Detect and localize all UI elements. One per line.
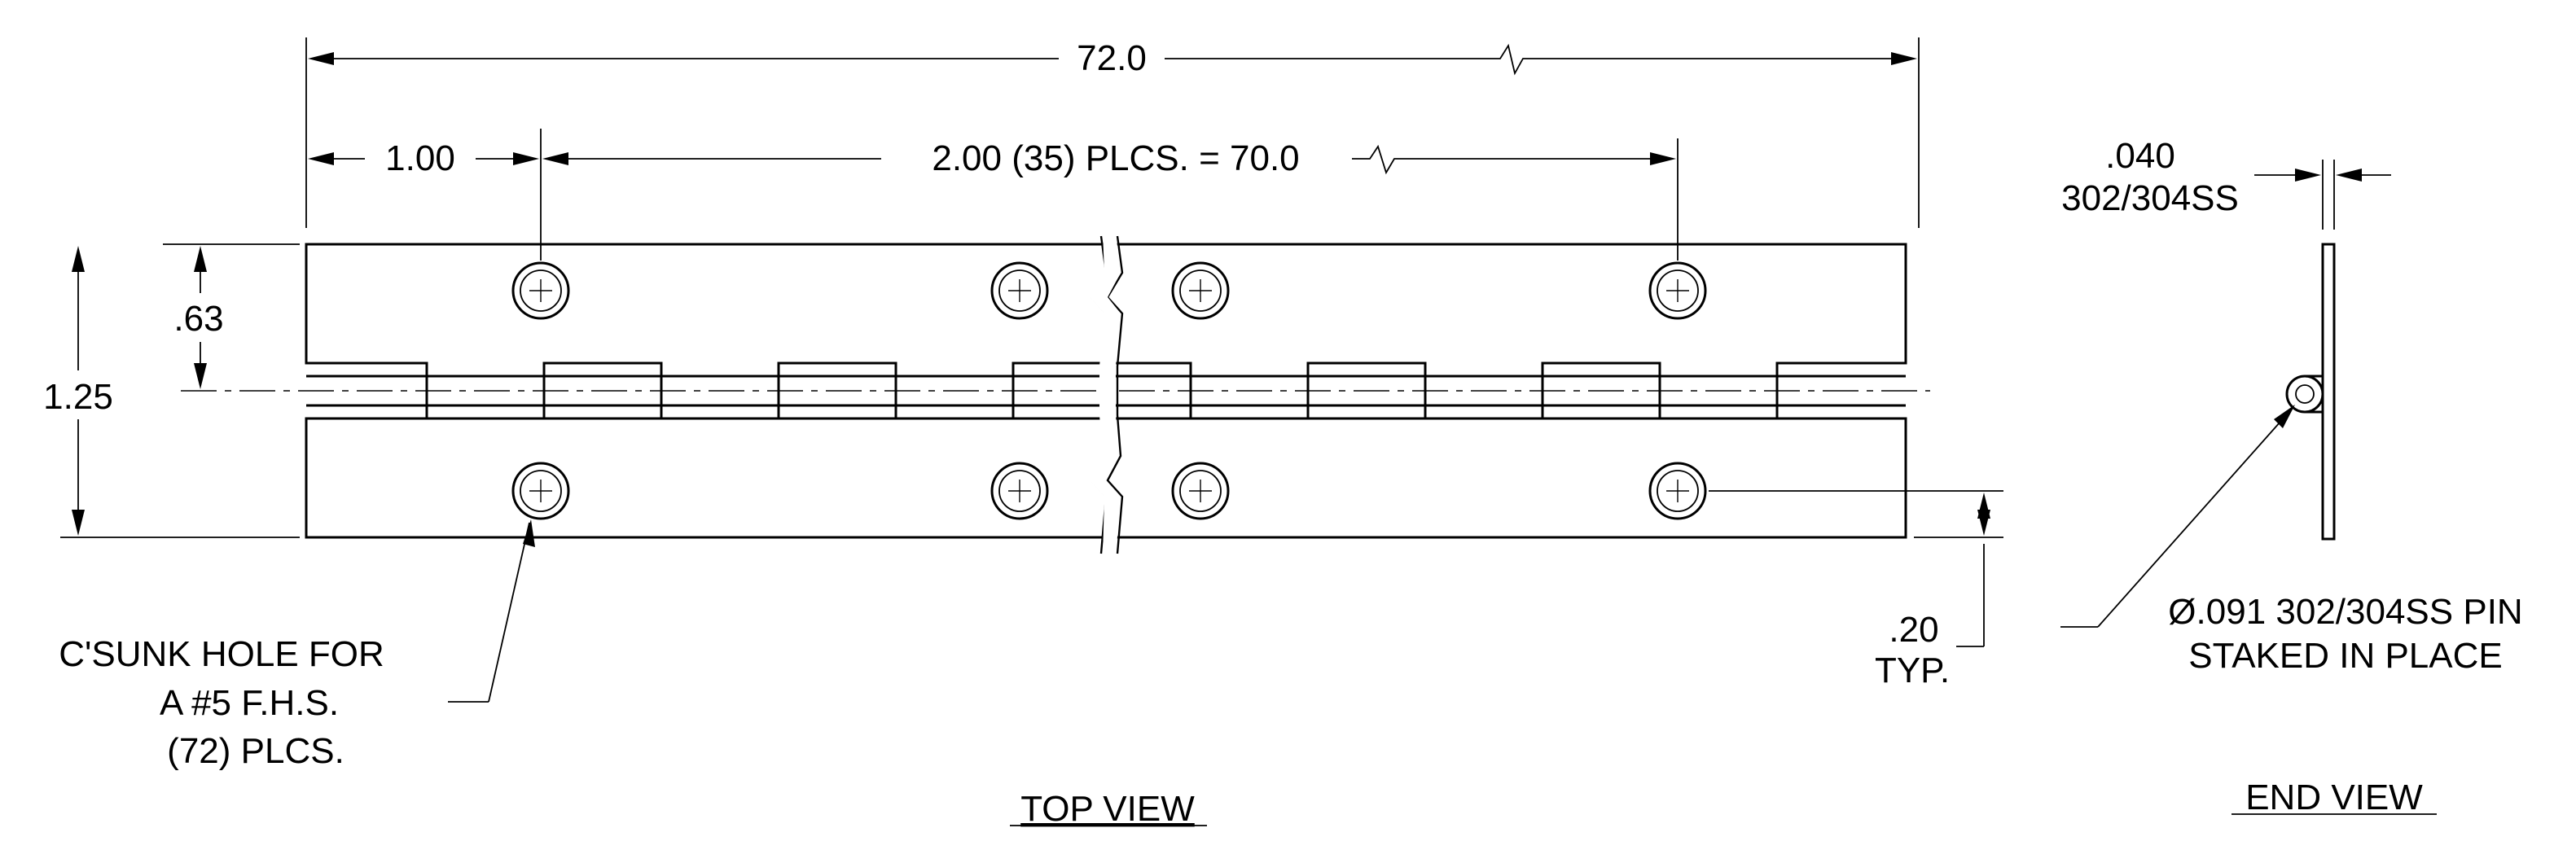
overall-length-label: 72.0 xyxy=(1077,38,1147,78)
countersunk-hole xyxy=(1171,261,1230,320)
upper-leaf-left xyxy=(305,243,1115,420)
dimension-edge-distance: .20 TYP. xyxy=(1709,490,2003,690)
end-view xyxy=(2285,243,2336,541)
hole-note-line-1: C'SUNK HOLE FOR xyxy=(59,634,384,674)
material-label: 302/304SS xyxy=(2061,178,2239,218)
hole-note-line-2: A #5 F.H.S. xyxy=(160,683,339,723)
pin-note-line-1: Ø.091 302/304SS PIN xyxy=(2168,592,2522,632)
dimension-thickness: .040 302/304SS xyxy=(2061,136,2391,230)
open-width-label: 1.25 xyxy=(43,377,113,417)
pin-note-leader xyxy=(2060,405,2295,628)
dimension-end-distance: 1.00 xyxy=(308,129,542,261)
countersunk-hole xyxy=(511,261,570,320)
dimension-open-width: 1.25 xyxy=(43,246,300,538)
dimension-overall-length: 72.0 xyxy=(305,37,1920,228)
edge-distance-label: .20 xyxy=(1889,610,1938,650)
upper-leaf-right xyxy=(1108,243,1907,420)
countersunk-hole xyxy=(1648,462,1707,520)
hole-note-line-3: (72) PLCS. xyxy=(167,731,344,771)
end-distance-label: 1.00 xyxy=(385,138,455,178)
top-view xyxy=(181,233,1930,557)
dimension-knuckle-height: .63 xyxy=(163,243,300,389)
countersunk-hole xyxy=(990,261,1049,320)
countersunk-hole xyxy=(511,462,570,520)
end-view-title: END VIEW xyxy=(2245,778,2423,817)
countersunk-hole xyxy=(1171,462,1230,520)
hole-note-leader xyxy=(448,519,535,703)
countersunk-hole xyxy=(990,462,1049,520)
break-line-right xyxy=(1106,235,1124,554)
knuckle-height-label: .63 xyxy=(173,299,223,339)
lower-leaf-left xyxy=(305,417,1109,539)
dimension-hole-spacing: 2.00 (35) PLCS. = 70.0 xyxy=(542,138,1679,261)
thickness-label: .040 xyxy=(2105,136,2175,176)
top-view-title: TOP VIEW xyxy=(1020,789,1195,829)
break-gap xyxy=(1090,233,1121,557)
end-view-pin xyxy=(2295,384,2315,404)
countersunk-hole xyxy=(1648,261,1707,320)
edge-distance-typ-label: TYP. xyxy=(1875,651,1950,690)
pin-note-line-2: STAKED IN PLACE xyxy=(2188,636,2503,676)
end-view-leaf xyxy=(2321,243,2336,541)
hole-spacing-label: 2.00 (35) PLCS. = 70.0 xyxy=(932,138,1299,178)
lower-leaf-right xyxy=(1108,417,1907,539)
